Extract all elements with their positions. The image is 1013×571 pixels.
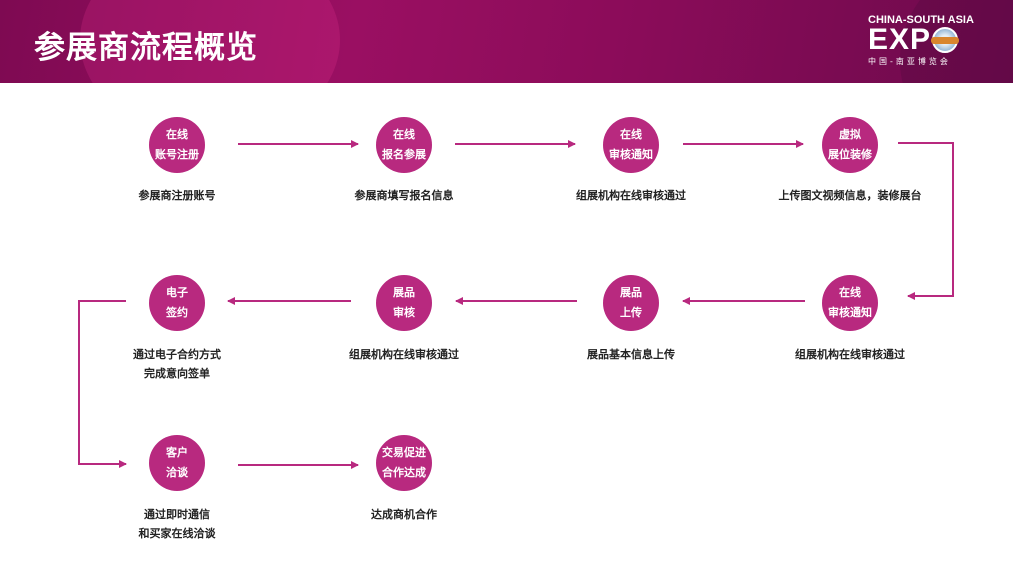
step-title: 展品 — [620, 286, 642, 299]
step-title: 交易促进 — [382, 446, 426, 459]
step-circle: 展品审核 — [376, 275, 432, 331]
step-title: 上传 — [620, 306, 642, 319]
step-title: 在线 — [166, 128, 188, 141]
logo-main-text: EXP — [868, 23, 932, 56]
step-description: 通过电子合约方式完成意向签单 — [77, 345, 277, 383]
step-title: 虚拟 — [839, 128, 861, 141]
step-description-line: 上传图文视频信息，装修展台 — [778, 189, 922, 202]
step-title: 报名参展 — [382, 148, 426, 161]
step-description: 上传图文视频信息，装修展台 — [750, 186, 950, 205]
step-circle: 在线报名参展 — [376, 117, 432, 173]
step-description: 组展机构在线审核通过 — [304, 345, 504, 364]
step-description-line: 组展机构在线审核通过 — [795, 348, 905, 361]
logo-bottom-text: 中国-南亚博览会 — [868, 57, 951, 66]
arrow — [78, 300, 127, 468]
step-description: 参展商注册账号 — [77, 186, 277, 205]
step-description-line: 参展商注册账号 — [138, 189, 216, 202]
step-title: 展位装修 — [828, 148, 872, 161]
header-banner: 参展商流程概览 CHINA-SOUTH ASIA EXP 中国-南亚博览会 — [0, 0, 1013, 83]
step-description-line: 展品基本信息上传 — [587, 348, 675, 361]
step-description-line: 组展机构在线审核通过 — [349, 348, 459, 361]
step-title: 审核 — [393, 306, 415, 319]
step-circle: 在线账号注册 — [149, 117, 205, 173]
step-title: 审核通知 — [828, 306, 872, 319]
step-circle: 在线审核通知 — [822, 275, 878, 331]
step-description-line: 完成意向签单 — [144, 367, 210, 380]
step-title: 洽谈 — [166, 466, 188, 479]
step-circle: 在线审核通知 — [603, 117, 659, 173]
step-title: 在线 — [839, 286, 861, 299]
page-title: 参展商流程概览 — [34, 30, 258, 66]
step-title: 签约 — [166, 306, 188, 319]
step-title: 合作达成 — [382, 466, 426, 479]
step-circle: 电子签约 — [149, 275, 205, 331]
step-circle: 虚拟展位装修 — [822, 117, 878, 173]
globe-icon — [931, 27, 960, 53]
step-description: 展品基本信息上传 — [531, 345, 731, 364]
arrow — [898, 142, 954, 300]
step-circle: 客户洽谈 — [149, 435, 205, 491]
step-circle: 交易促进合作达成 — [376, 435, 432, 491]
step-description: 组展机构在线审核通过 — [531, 186, 731, 205]
step-description-line: 通过电子合约方式 — [133, 348, 221, 361]
step-title: 审核通知 — [609, 148, 653, 161]
step-description: 通过即时通信和买家在线洽谈 — [77, 505, 277, 543]
step-title: 在线 — [393, 128, 415, 141]
step-title: 在线 — [620, 128, 642, 141]
step-description-line: 和买家在线洽谈 — [138, 527, 216, 540]
step-title: 客户 — [166, 446, 188, 459]
step-title: 电子 — [166, 286, 188, 299]
step-description: 参展商填写报名信息 — [304, 186, 504, 205]
step-description-line: 参展商填写报名信息 — [354, 189, 454, 202]
step-description-line: 通过即时通信 — [144, 508, 210, 521]
step-description-line: 组展机构在线审核通过 — [576, 189, 686, 202]
step-circle: 展品上传 — [603, 275, 659, 331]
step-description: 达成商机合作 — [304, 505, 504, 524]
expo-logo: CHINA-SOUTH ASIA EXP 中国-南亚博览会 — [868, 14, 980, 67]
step-title: 展品 — [393, 286, 415, 299]
step-description: 组展机构在线审核通过 — [750, 345, 950, 364]
logo-top-text: CHINA-SOUTH ASIA — [868, 14, 974, 26]
step-title: 账号注册 — [155, 148, 199, 161]
step-description-line: 达成商机合作 — [371, 508, 437, 521]
